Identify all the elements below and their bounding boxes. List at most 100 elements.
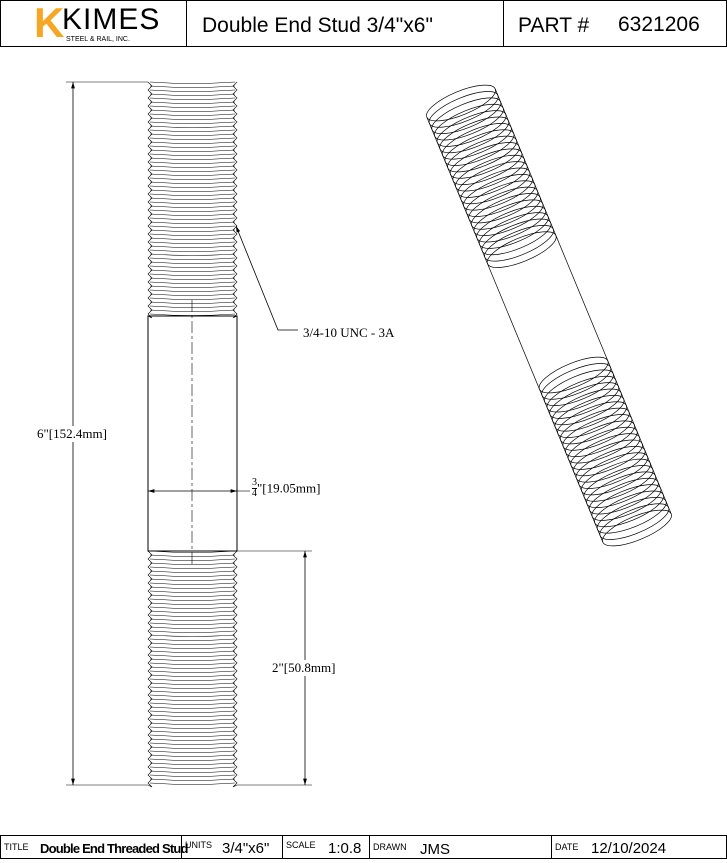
thread-crest [149, 646, 236, 649]
thread-crest [149, 205, 236, 208]
thread-crest [149, 185, 236, 188]
thread-profile [147, 81, 153, 319]
thread-crest [149, 766, 236, 769]
thread-crest [149, 602, 236, 605]
thread-crest [149, 558, 236, 561]
thread-crest [149, 245, 236, 248]
thread-crest [149, 201, 236, 204]
thread-crest [149, 109, 236, 112]
thread-crest [149, 225, 236, 228]
thread-crest [149, 582, 236, 585]
thread-crest [149, 129, 236, 132]
thread-crest [149, 730, 236, 733]
thread-crest [149, 149, 236, 152]
thread-crest [149, 309, 236, 312]
thread-length-label: 2"[50.8mm] [272, 660, 336, 676]
thread-crest [149, 578, 236, 581]
thread-crest [149, 698, 236, 701]
thread-crest [149, 221, 236, 224]
thread-crest [149, 746, 236, 749]
thread-crest [149, 694, 236, 697]
thread-crest [149, 774, 236, 777]
date-value: 12/10/2024 [591, 840, 667, 857]
thread-crest [149, 782, 236, 785]
drawing-title: Double End Stud 3/4"x6" [202, 14, 433, 37]
thread-crest [149, 89, 236, 92]
thread-crest [149, 554, 236, 557]
thread-crest [149, 666, 236, 669]
thread-crest [149, 257, 236, 260]
divider [503, 0, 504, 47]
thread-crest [149, 718, 236, 721]
thread-callout: 3/4-10 UNC - 3A [303, 325, 395, 340]
thread-crest [149, 193, 236, 196]
logo-text: KIMES [62, 3, 161, 36]
thread-crest [149, 97, 236, 100]
thread-crest [149, 626, 236, 629]
thread-crest [149, 562, 236, 565]
thread-profile [147, 550, 153, 788]
thread-crest [149, 265, 236, 268]
thread-crest [149, 710, 236, 713]
overall-length-label: 6"[152.4mm] [37, 426, 107, 442]
thread-crest [149, 650, 236, 653]
thread-crest [149, 137, 236, 140]
thread-crest [149, 253, 236, 256]
thread-crest [149, 734, 236, 737]
thread-crest [149, 293, 236, 296]
thread-crest [149, 157, 236, 160]
thread-crest [149, 101, 236, 104]
drawn-label: DRAWN [373, 842, 407, 852]
thread-crest [149, 121, 236, 124]
thread-crest [149, 566, 236, 569]
thread-profile [232, 81, 238, 319]
thread-crest [149, 181, 236, 184]
thread-crest [149, 750, 236, 753]
thread-crest [149, 678, 236, 681]
thread-crest [149, 590, 236, 593]
thread-crest [149, 706, 236, 709]
thread-crest [149, 237, 236, 240]
isometric-view [426, 84, 672, 547]
shank-outline [426, 117, 604, 543]
thread-crest [149, 726, 236, 729]
thread-crest [149, 241, 236, 244]
thread-crest [149, 674, 236, 677]
date-label: DATE [555, 842, 579, 852]
stud-threads [147, 81, 238, 788]
thread-crest [149, 277, 236, 280]
thread-crest [149, 169, 236, 172]
fraction-numerator: 3 [252, 477, 257, 489]
thread-crest [149, 634, 236, 637]
shank-outline [494, 88, 672, 514]
part-number: 6321206 [618, 13, 700, 36]
thread-crest [149, 742, 236, 745]
thread-crest [149, 574, 236, 577]
units-label: UNITS [185, 840, 212, 850]
title-value: Double End Threaded Stud [40, 841, 188, 856]
thread-crest [149, 662, 236, 665]
thread-crest [149, 638, 236, 641]
thread-crest [149, 273, 236, 276]
thread-crest [149, 177, 236, 180]
thread-crest [149, 289, 236, 292]
thread-crest [149, 758, 236, 761]
scale-label: SCALE [286, 840, 316, 850]
thread-crest [149, 117, 236, 120]
thread-crest [149, 622, 236, 625]
thread-crest [149, 217, 236, 220]
thread-crest [149, 229, 236, 232]
thread-crest [149, 606, 236, 609]
part-label: PART # [518, 14, 590, 37]
thread-crest [149, 778, 236, 781]
divider [186, 0, 187, 47]
thread-crest [149, 249, 236, 252]
thread-crest [149, 285, 236, 288]
thread-crest [149, 81, 236, 84]
thread-crest [149, 261, 236, 264]
thread-crest [149, 93, 236, 96]
thread-crest [149, 722, 236, 725]
thread-crest [149, 690, 236, 693]
